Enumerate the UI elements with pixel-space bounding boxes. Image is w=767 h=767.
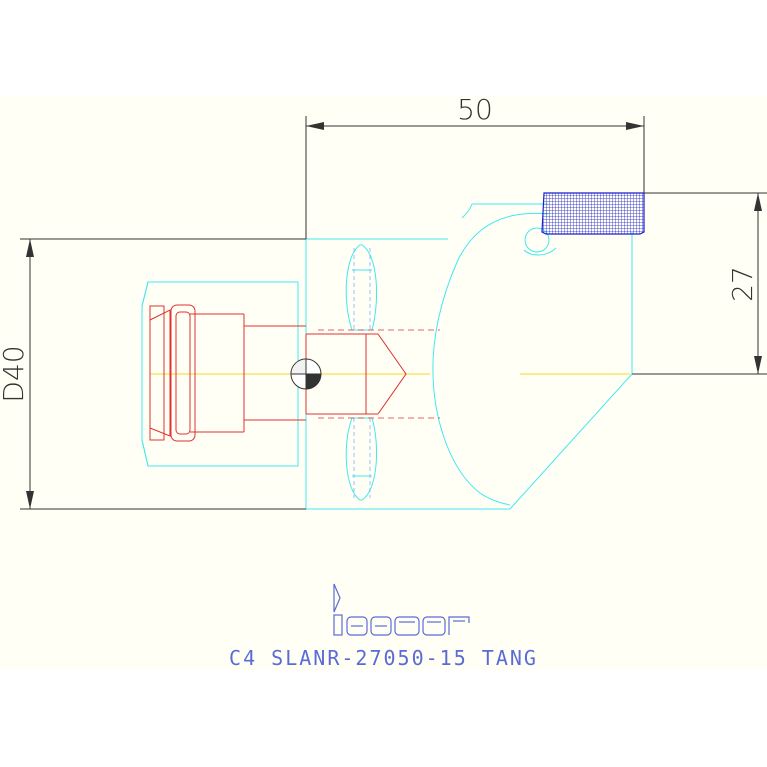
dimension-length-label: 50 [457, 93, 493, 126]
iscar-logo [333, 583, 470, 636]
dimension-diameter-label: D40 [0, 345, 30, 402]
dimension-lines [20, 116, 767, 510]
dimension-arrows [26, 122, 762, 509]
hidden-lines [353, 248, 371, 498]
internal-detail [149, 304, 407, 442]
internal-detail-dashed [318, 329, 440, 419]
dimension-height-label: 27 [726, 266, 759, 302]
section-marker [290, 358, 322, 390]
cutting-insert [541, 192, 645, 235]
part-code: C4 SLANR-27050-15 TANG [229, 646, 538, 670]
drawing-background [0, 95, 767, 670]
